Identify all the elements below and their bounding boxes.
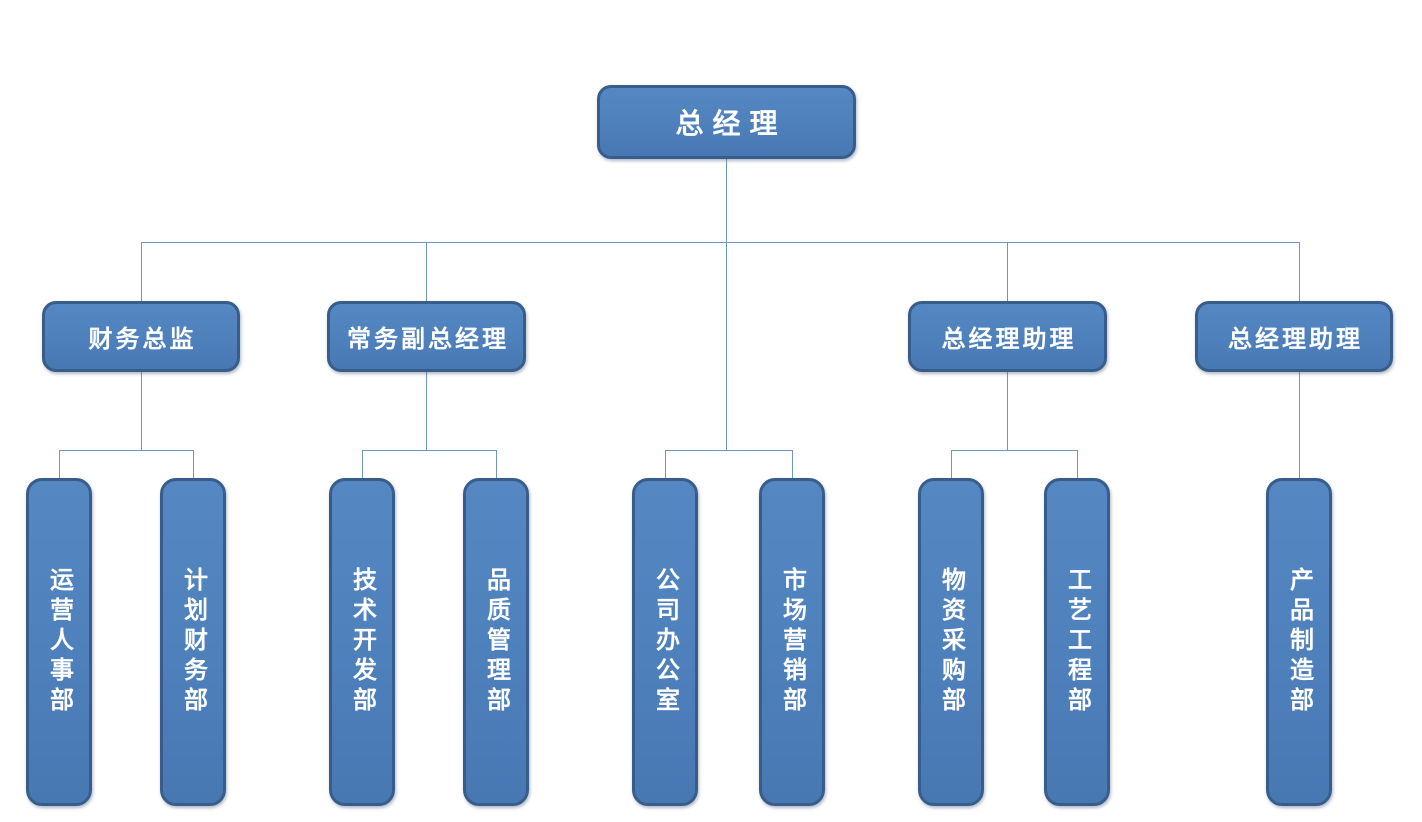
connector-assistant2-stem [1299, 372, 1300, 478]
org-node-label: 总经理助理 [941, 327, 1077, 353]
org-node-label: 品质管理部 [482, 567, 509, 717]
connector-drop-technology [362, 450, 363, 478]
connector-drop-office [665, 450, 666, 478]
connector-drop-process [1077, 450, 1078, 478]
org-node-dept-marketing: 市场营销部 [759, 478, 825, 806]
connector-drop-evp [426, 242, 427, 301]
org-node-label: 财务总监 [88, 327, 197, 353]
connector-drop-materials [951, 450, 952, 478]
connector-evp-bar [362, 450, 496, 451]
connector-drop-marketing [792, 450, 793, 478]
org-node-label: 物资采购部 [937, 567, 964, 717]
org-node-label: 运营人事部 [45, 567, 72, 717]
org-node-label: 计划财务部 [179, 567, 206, 717]
connector-center-bar [665, 450, 792, 451]
connector-drop-cfo [141, 242, 142, 301]
org-node-label: 工艺工程部 [1063, 567, 1090, 717]
org-node-gm-assistant-2: 总经理助理 [1195, 301, 1393, 372]
org-node-dept-company-office: 公司办公室 [632, 478, 698, 806]
connector-assistant1-bar [951, 450, 1077, 451]
connector-cfo-bar [59, 450, 193, 451]
org-node-gm-assistant-1: 总经理助理 [908, 301, 1107, 372]
org-node-dept-planning-finance: 计划财务部 [160, 478, 226, 806]
org-node-dept-technology-development: 技术开发部 [329, 478, 395, 806]
org-node-label: 总经理 [675, 109, 787, 140]
org-node-executive-deputy-gm: 常务副总经理 [327, 301, 526, 372]
org-node-dept-process-engineering: 工艺工程部 [1044, 478, 1110, 806]
org-node-dept-materials-procurement: 物资采购部 [918, 478, 984, 806]
connector-cfo-stem [141, 372, 142, 450]
org-node-dept-quality-management: 品质管理部 [463, 478, 529, 806]
connector-drop-planning [193, 450, 194, 478]
connector-root-stem [726, 159, 727, 242]
org-node-finance-director: 财务总监 [42, 301, 240, 372]
connector-drop-operations [59, 450, 60, 478]
org-node-label: 技术开发部 [348, 567, 375, 717]
org-node-dept-operations-hr: 运营人事部 [26, 478, 92, 806]
connector-drop-quality [496, 450, 497, 478]
org-node-label: 市场营销部 [778, 567, 805, 717]
connector-evp-stem [426, 372, 427, 450]
org-node-label: 总经理助理 [1228, 327, 1363, 353]
org-node-label: 产品制造部 [1285, 567, 1312, 717]
connector-drop-assistant2 [1299, 242, 1300, 301]
org-node-general-manager: 总经理 [597, 85, 856, 159]
org-node-label: 常务副总经理 [347, 327, 509, 353]
connector-center-stem [726, 242, 727, 450]
connector-assistant1-stem [1007, 372, 1008, 450]
connector-drop-assistant1 [1007, 242, 1008, 301]
org-node-dept-product-manufacturing: 产品制造部 [1266, 478, 1332, 806]
org-node-label: 公司办公室 [651, 567, 678, 717]
connector-main-rail [141, 242, 1299, 243]
